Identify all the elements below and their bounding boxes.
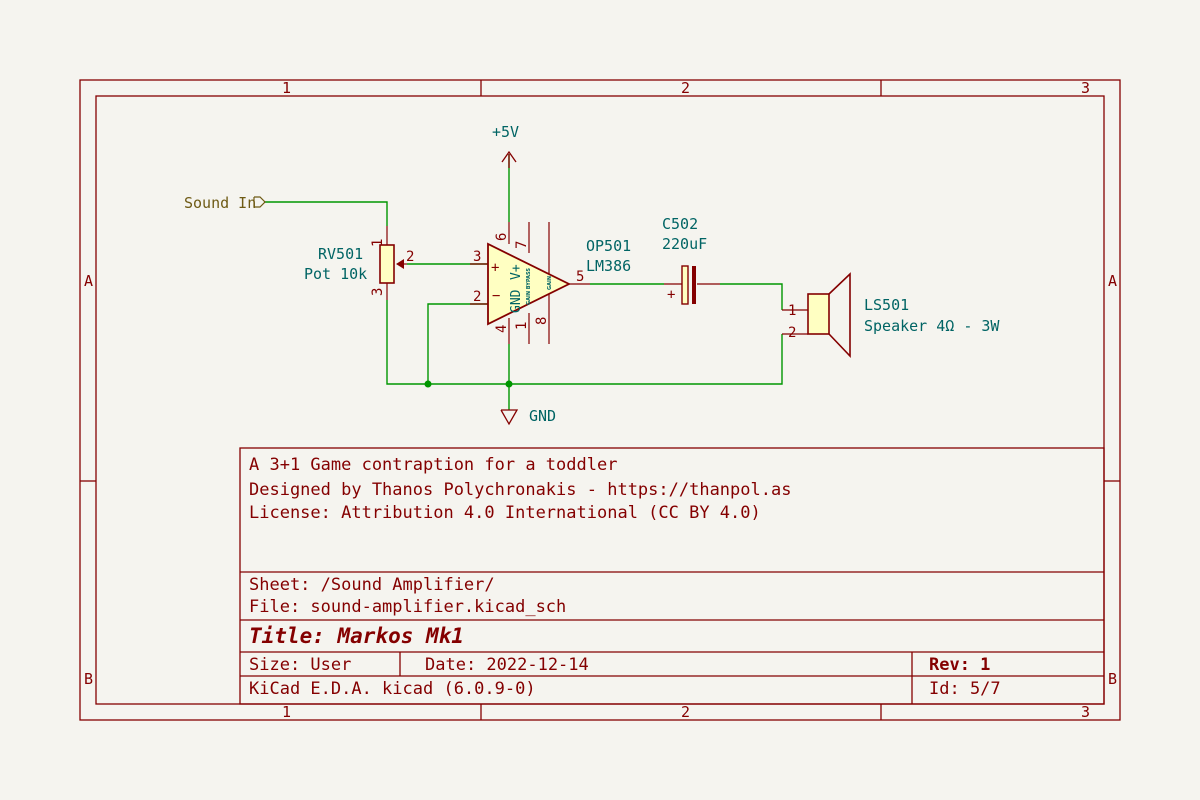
capacitor-c502[interactable]: + C502 220uF	[662, 215, 720, 305]
opamp-pin-1: 1	[514, 322, 530, 330]
junction-dot	[424, 380, 432, 388]
input-label-sound-in[interactable]: Sound In	[184, 194, 266, 212]
opamp-gnd-label: GND	[509, 289, 524, 313]
potentiometer-rv501[interactable]: RV501 Pot 10k 1 2 3	[304, 226, 414, 300]
speaker-pin-1: 1	[788, 303, 796, 319]
frame-row-label-b: B	[84, 670, 93, 688]
opamp-pin-5: 5	[576, 269, 584, 285]
frame-col-label-2: 2	[681, 79, 690, 97]
pot-pin-2: 2	[406, 249, 414, 265]
power-gnd-symbol[interactable]: GND	[500, 407, 556, 426]
frame-row-label-a-right: A	[1108, 272, 1117, 290]
title-block-rev: Rev: 1	[929, 655, 990, 675]
cap-value: 220uF	[662, 235, 707, 253]
pot-ref: RV501	[318, 245, 363, 263]
opamp-value: LM386	[586, 257, 631, 275]
power-vcc-label: +5V	[492, 123, 519, 141]
title-block-size: Size: User	[249, 655, 351, 675]
wire-gnd-bus[interactable]	[386, 300, 783, 385]
wire-inverting[interactable]	[427, 303, 488, 384]
power-vcc-symbol[interactable]: +5V	[492, 123, 519, 168]
drawing-frame: 1 2 3 1 2 3 A A B B	[79, 79, 1121, 721]
opamp-ref: OP501	[586, 237, 631, 255]
title-block-comment-3: License: Attribution 4.0 International (…	[249, 503, 761, 523]
opamp-minus-sign: −	[492, 288, 500, 304]
opamp-pin-2: 2	[473, 289, 481, 305]
frame-col-label-3: 3	[1081, 79, 1090, 97]
wire-input[interactable]	[264, 201, 388, 226]
speaker-pin-2: 2	[788, 325, 796, 341]
frame-row-label-b-right: B	[1108, 670, 1117, 688]
opamp-pin-8: 8	[534, 317, 550, 325]
frame-col-label-1-bottom: 1	[282, 703, 291, 721]
title-block-comment-2: Designed by Thanos Polychronakis - https…	[249, 480, 791, 500]
title-block-sheet: Sheet: /Sound Amplifier/	[249, 575, 495, 595]
speaker-ref: LS501	[864, 296, 909, 314]
power-gnd-label: GND	[529, 407, 556, 425]
opamp-pin-6: 6	[494, 233, 510, 241]
title-block-comment-1: A 3+1 Game contraption for a toddler	[249, 455, 617, 475]
frame-row-label-a: A	[84, 272, 93, 290]
frame-col-label-3-bottom: 3	[1081, 703, 1090, 721]
title-block-tool: KiCad E.D.A. kicad (6.0.9-0)	[249, 679, 536, 699]
input-label-arrow-icon	[253, 196, 266, 208]
wire-cap-speaker[interactable]	[720, 283, 783, 310]
opamp-gain-label: GAIN	[547, 276, 553, 290]
opamp-pin-4: 4	[494, 325, 510, 333]
title-block-id: Id: 5/7	[929, 679, 1001, 699]
input-label-text: Sound In	[184, 194, 256, 212]
frame-col-label-1: 1	[282, 79, 291, 97]
cap-plus-sign: +	[667, 287, 675, 303]
opamp-pin-7: 7	[514, 241, 530, 249]
opamp-plus-sign: +	[491, 260, 499, 276]
title-block-file: File: sound-amplifier.kicad_sch	[249, 597, 566, 617]
wiper-arrow-icon	[396, 259, 404, 269]
amplifier-op501[interactable]: + − GND V+ GAIN BYPASS GAIN 3 2 6 7 4 1 …	[470, 222, 631, 344]
opamp-vplus-label: V+	[509, 264, 524, 280]
junction-dot	[505, 380, 513, 388]
speaker-ls501[interactable]: 1 2 LS501 Speaker 4Ω - 3W	[782, 272, 1000, 358]
title-block-date: Date: 2022-12-14	[425, 655, 589, 675]
opamp-pin-3: 3	[473, 249, 481, 265]
opamp-bypass-label: GAIN BYPASS	[526, 268, 532, 305]
title-block: A 3+1 Game contraption for a toddler Des…	[239, 447, 1105, 705]
pot-pin-3: 3	[370, 288, 386, 296]
title-block-title: Title: Markos Mk1	[249, 624, 464, 648]
cap-ref: C502	[662, 215, 698, 233]
frame-col-label-2-bottom: 2	[681, 703, 690, 721]
pot-value: Pot 10k	[304, 265, 367, 283]
pot-pin-1: 1	[370, 239, 386, 247]
speaker-value: Speaker 4Ω - 3W	[864, 317, 1000, 335]
